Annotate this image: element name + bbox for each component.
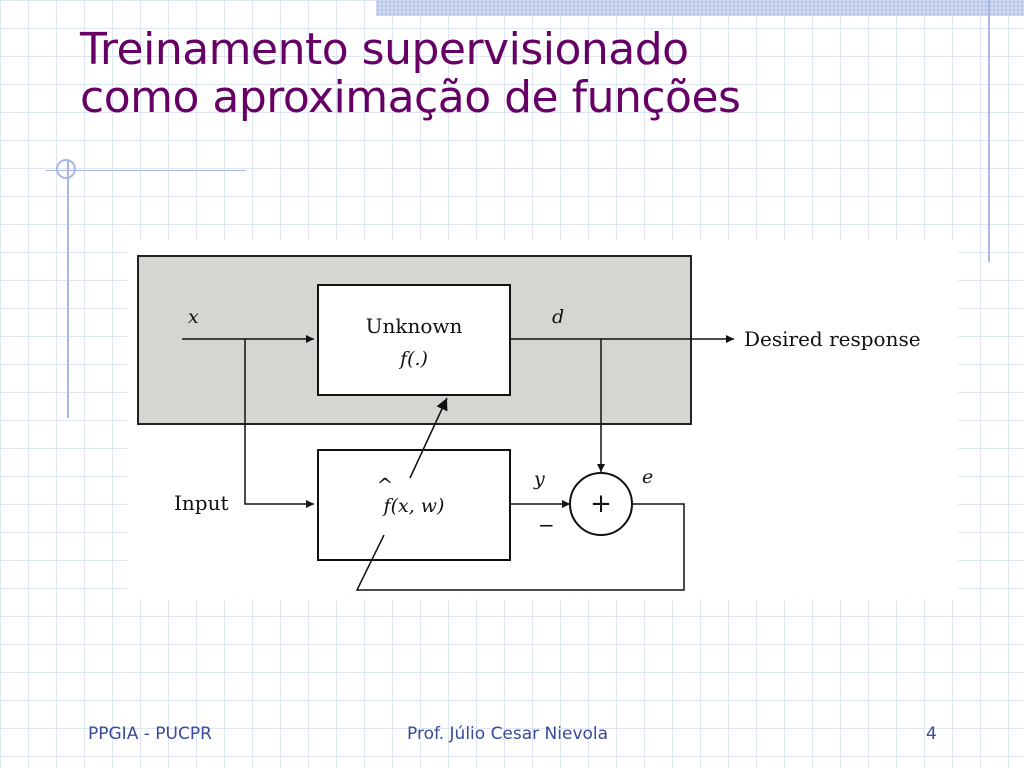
circle-ornament-icon xyxy=(56,159,76,179)
summer-minus-label: − xyxy=(538,513,555,537)
footer-author: Prof. Júlio Cesar Nievola xyxy=(407,724,609,744)
unknown-block-label-line2: f(.) xyxy=(398,348,428,370)
footer-page-number: 4 xyxy=(926,724,937,744)
unknown-block-label-line1: Unknown xyxy=(366,314,463,338)
x-label: x xyxy=(188,306,199,328)
y-label: y xyxy=(533,468,545,490)
slide-title-line-2: como aproximação de funções xyxy=(80,72,741,123)
title-underline-rule xyxy=(46,170,246,171)
input-label: Input xyxy=(174,491,229,515)
approximator-block xyxy=(317,449,511,561)
footer-institution: PPGIA - PUCPR xyxy=(88,724,212,744)
slide-title-line-1: Treinamento supervisionado xyxy=(80,24,689,75)
approximator-hat: ^ xyxy=(377,473,394,497)
error-feedback-line xyxy=(355,503,685,591)
summer-plus-label: + xyxy=(590,489,612,519)
function-approximation-diagram: Unknown f(.) x d Desired response ^ f(x,… xyxy=(128,240,958,600)
adaptation-arrow xyxy=(409,397,448,479)
e-label: e xyxy=(642,466,653,488)
desired-response-label: Desired response xyxy=(744,327,921,351)
right-vertical-rule xyxy=(988,0,990,262)
approximator-label: f(x, w) xyxy=(382,495,445,517)
left-vertical-rule xyxy=(67,160,69,418)
top-decorative-band xyxy=(376,0,1024,16)
unknown-function-block xyxy=(317,284,511,396)
slide-title: Treinamento supervisionado como aproxima… xyxy=(80,24,741,123)
d-label: d xyxy=(552,306,564,328)
input-branch-line xyxy=(244,339,314,508)
